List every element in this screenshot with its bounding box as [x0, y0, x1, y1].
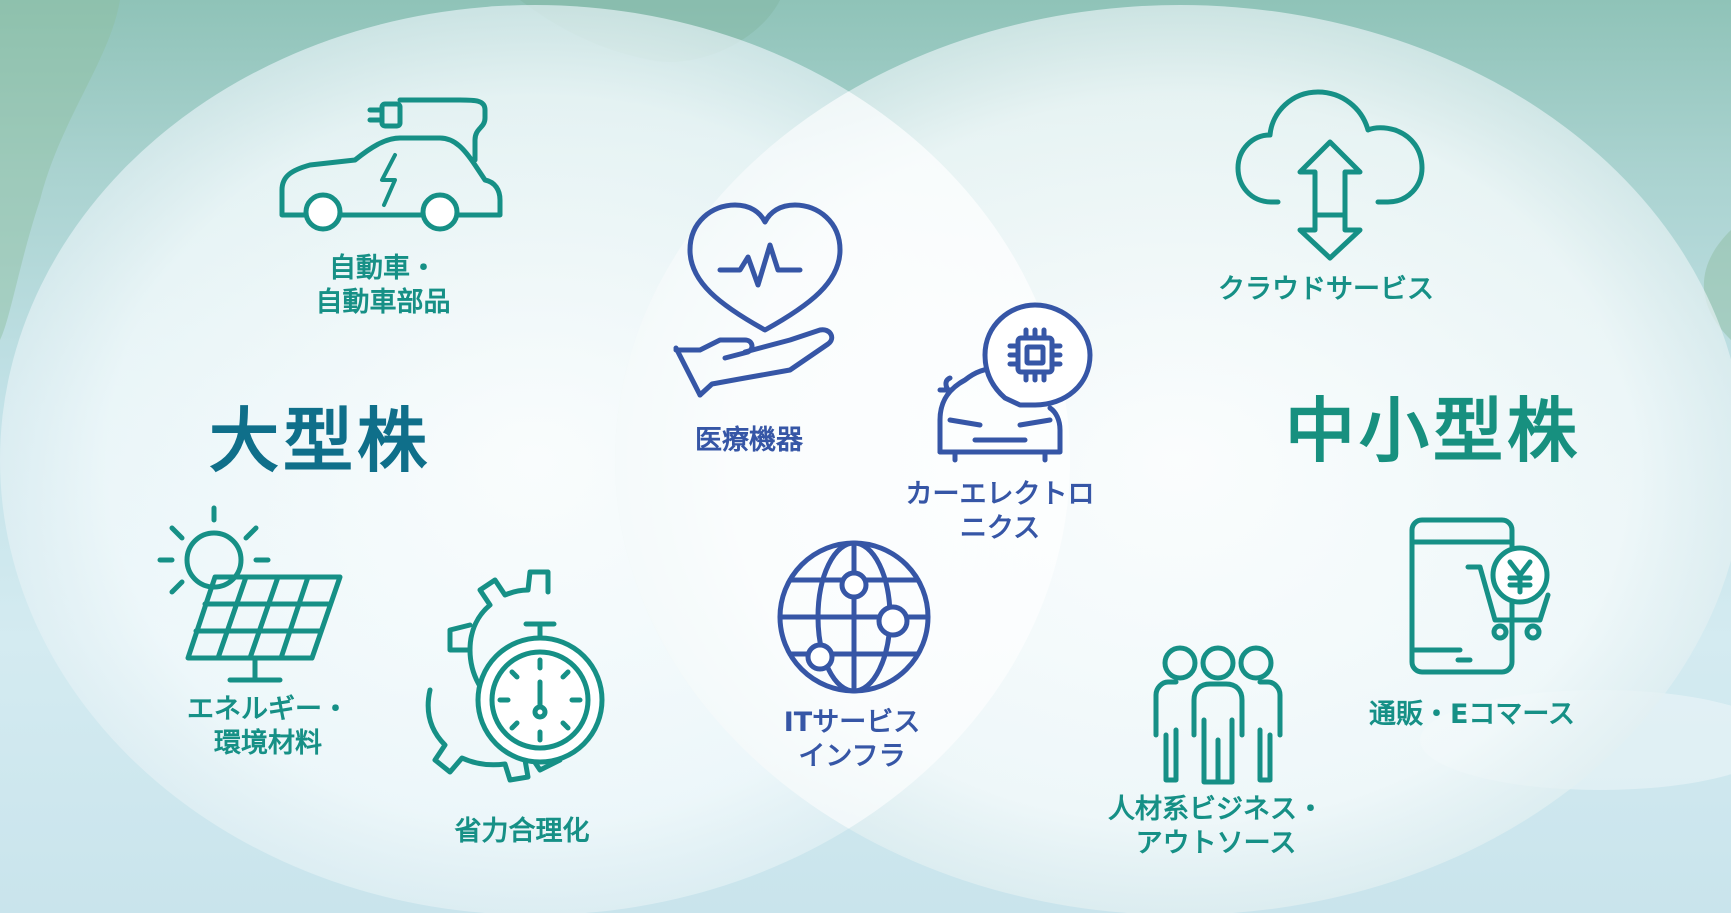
car-chip-icon: [937, 302, 1093, 463]
label-hr-business: 人材系ビジネス・ アウトソース: [1108, 794, 1324, 859]
label-energy: エネルギー・ 環境材料: [187, 694, 349, 759]
smartphone-shopping-icon: [1409, 517, 1551, 675]
label-medical-devices: 医療機器: [695, 425, 803, 456]
label-labor-saving: 省力合理化: [454, 816, 590, 847]
label-automobile: 自動車・ 自動車部品: [315, 253, 451, 318]
gear-stopwatch-icon: [425, 569, 605, 783]
solar-panel-icon: [157, 505, 343, 683]
intersection-area: [615, 5, 1070, 913]
right-set-title: 中小型株: [1285, 389, 1581, 472]
label-car-electronics: カーエレクトロ ニクス: [905, 479, 1095, 544]
cloud-transfer-icon: [1235, 89, 1425, 261]
electric-car-icon: [279, 97, 503, 232]
left-set-title: 大型株: [209, 399, 431, 482]
people-group-icon: [1153, 645, 1283, 785]
label-cloud-services: クラウドサービス: [1218, 274, 1434, 305]
heart-hand-icon: [673, 202, 843, 398]
map-land-left: [0, 0, 120, 340]
label-ecommerce: 通販・Eコマース: [1368, 699, 1576, 730]
label-it-services: ITサービス インフラ: [783, 707, 921, 772]
globe-network-icon: [777, 540, 931, 694]
